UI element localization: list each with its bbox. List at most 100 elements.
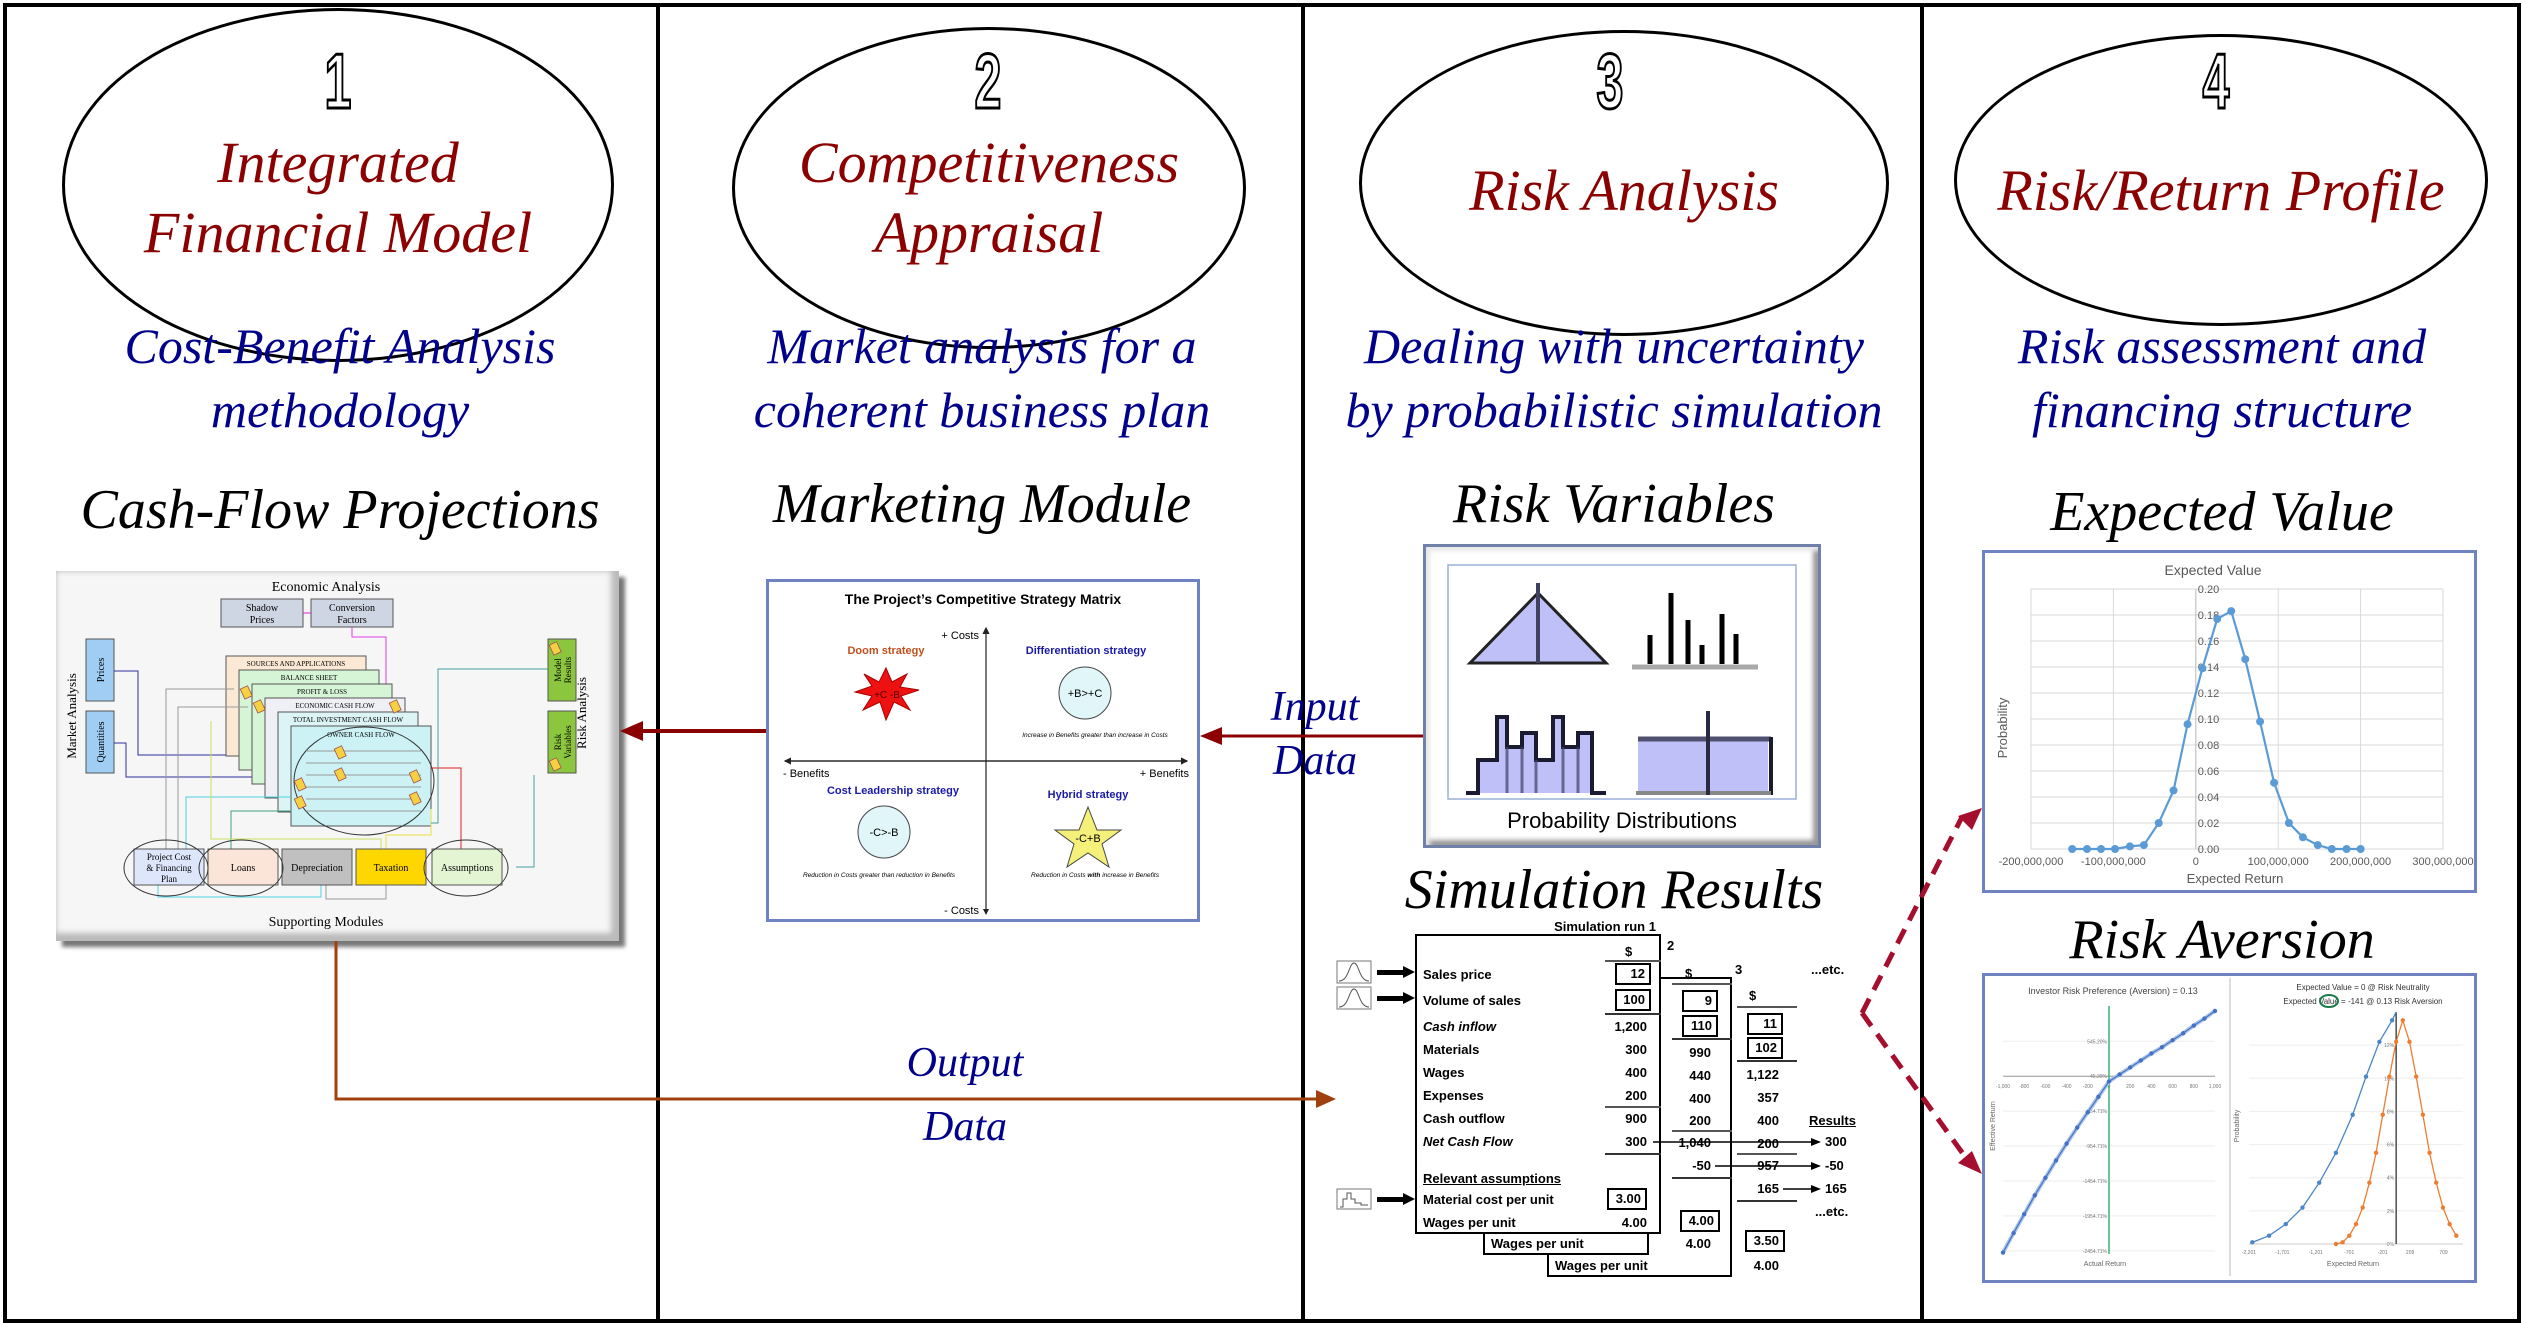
- rule: [1737, 1153, 1797, 1155]
- ra2-x-tick-label: 209: [2406, 1250, 2415, 1256]
- output-data-arrowhead: [1316, 1090, 1336, 1108]
- stage-title-line: Risk Analysis: [1469, 158, 1779, 223]
- strategy-matrix-svg: The Project’s Competitive Strategy Matri…: [783, 591, 1189, 917]
- subtitle-line: Risk assessment and: [2017, 318, 2427, 374]
- stage-title-line: Financial Model: [143, 200, 533, 265]
- connector: [325, 885, 387, 900]
- sim-row-label: Net Cash Flow: [1423, 1134, 1513, 1149]
- ev-data-point: [2198, 664, 2207, 673]
- rule: [1605, 960, 1661, 962]
- ra2-series-line: [2391, 1011, 2397, 1021]
- shadow-prices-box: [220, 598, 304, 628]
- sim-run2-value: 200: [1689, 1113, 1711, 1128]
- rule: [1672, 1177, 1732, 1179]
- sheet-label: ECONOMIC CASH FLOW: [295, 702, 375, 710]
- stage-oval-4: [1954, 34, 2488, 326]
- result-value: -50: [1825, 1158, 1844, 1173]
- heading-expected-value: Expected Value: [2050, 481, 2394, 543]
- stage-title-line: Appraisal: [874, 200, 1104, 265]
- module-assumptions: [431, 848, 503, 886]
- cost-leadership-strategy-label: Cost Leadership strategy: [827, 785, 960, 797]
- sim-run3-value: 165: [1757, 1181, 1779, 1196]
- stage-title-3: Risk Analysis: [1359, 156, 1889, 226]
- rule: [1672, 983, 1732, 985]
- ra1-x-tick-label: -600: [2040, 1084, 2050, 1090]
- ra1-data-point: [2011, 1230, 2016, 1236]
- ra2-data-point: [2407, 1039, 2412, 1045]
- sheet-label: TOTAL INVESTMENT CASH FLOW: [293, 716, 404, 724]
- ra1-x-tick-label: 400: [2147, 1084, 2156, 1090]
- cost-leadership-circle: [857, 805, 911, 859]
- module-ellipse: [123, 839, 209, 897]
- ev-data-point: [2227, 607, 2236, 616]
- run-number-3: 3: [1735, 962, 1743, 977]
- module-label: Assumptions: [441, 863, 493, 874]
- sim-assumption-value: 3.50: [1745, 1230, 1785, 1252]
- sim-row-label: Volume of sales: [1423, 993, 1522, 1008]
- connector: [385, 809, 432, 849]
- result-value: 165: [1825, 1181, 1847, 1196]
- ra1-data-point: [2032, 1193, 2037, 1198]
- ra2-x-tick-label: 709: [2439, 1250, 2448, 1256]
- currency-run-1: $: [1625, 944, 1633, 959]
- sheet-label: BALANCE SHEET: [281, 674, 338, 682]
- ev-data-point: [2183, 720, 2192, 729]
- ev-data-point: [2154, 819, 2163, 827]
- stage-title-line: Risk/Return Profile: [1997, 158, 2445, 223]
- ra1-x-tick-label: -400: [2062, 1084, 2072, 1090]
- ev-x-axis-label: Expected Return: [2187, 871, 2284, 886]
- rule: [1605, 1106, 1661, 1108]
- ev-data-point: [2342, 845, 2351, 853]
- currency-run-2: $: [1685, 966, 1693, 981]
- ra1-data-point: [2064, 1141, 2069, 1146]
- connector: [210, 721, 382, 849]
- ev-x-tick-label: 0: [2193, 856, 2199, 868]
- ra2-data-point: [2350, 1112, 2355, 1117]
- ev-y-axis-label: Probability: [1995, 697, 2010, 758]
- actual-return-label: Actual Return: [2084, 1261, 2127, 1268]
- rule: [1737, 1200, 1797, 1202]
- ra1-x-tick-label: 1,000: [2209, 1084, 2222, 1090]
- ev-y-tick-label: 0.02: [2198, 818, 2219, 830]
- dashed-arrowhead-up: [1958, 808, 1982, 830]
- model-results-label-1: Model: [553, 658, 563, 682]
- strategy-matrix: The Project’s Competitive Strategy Matri…: [766, 579, 1200, 922]
- result-value: 300: [1825, 1134, 1847, 1149]
- rule: [1672, 1038, 1732, 1040]
- sim-run2-value: 440: [1689, 1068, 1711, 1083]
- rule: [1605, 1013, 1661, 1015]
- differentiation-strategy-label: Differentiation strategy: [1026, 645, 1147, 657]
- ra-probability-label: Probability: [2234, 1109, 2241, 1142]
- sim-run3-wages-value: 4.00: [1753, 1258, 1779, 1273]
- quantities-label: Quantities: [96, 721, 107, 762]
- ra2-data-point: [2363, 1074, 2369, 1079]
- ev-y-tick-label: 0.00: [2198, 844, 2219, 856]
- ev-data-point: [2068, 845, 2077, 853]
- ra2-data-point: [2413, 1074, 2419, 1079]
- output-data-arrow-line: [334, 941, 1318, 1101]
- connector: [165, 688, 234, 849]
- differentiation-symbol: +B>+C: [1068, 688, 1103, 700]
- ev-y-tick-label: 0.20: [2198, 584, 2219, 596]
- normal-distribution-icon: [1336, 960, 1372, 984]
- input-data-arrowhead: [1200, 727, 1222, 745]
- sim-run3-value: 200: [1757, 1136, 1779, 1151]
- ra2-data-point: [2333, 1241, 2339, 1247]
- ra2-data-point: [2347, 1233, 2352, 1238]
- ev-data-point: [2270, 778, 2279, 787]
- matrix-title: The Project’s Competitive Strategy Matri…: [845, 591, 1122, 607]
- ra2-data-point: [2283, 1221, 2288, 1227]
- ra2-y-tick-label: 4%: [2387, 1176, 2395, 1182]
- supporting-modules-label: Supporting Modules: [269, 915, 384, 930]
- ra1-x-tick-label: 600: [2168, 1084, 2177, 1090]
- minus-benefits-label: - Benefits: [783, 768, 830, 780]
- prices-box: [85, 638, 115, 702]
- ra1-y-tick-label: -454.71%: [2086, 1109, 2108, 1115]
- ev-y-tick-label: 0.06: [2198, 766, 2219, 778]
- doom-symbol: +C -B: [874, 690, 900, 701]
- connector: [185, 796, 291, 849]
- column-divider-1: [656, 3, 660, 1319]
- stage-number-1: 1: [324, 37, 353, 125]
- module-label: Depreciation: [291, 863, 343, 874]
- risk-aversion-charts-svg: Investor Risk Preference (Aversion) = 0.…: [1990, 978, 2463, 1276]
